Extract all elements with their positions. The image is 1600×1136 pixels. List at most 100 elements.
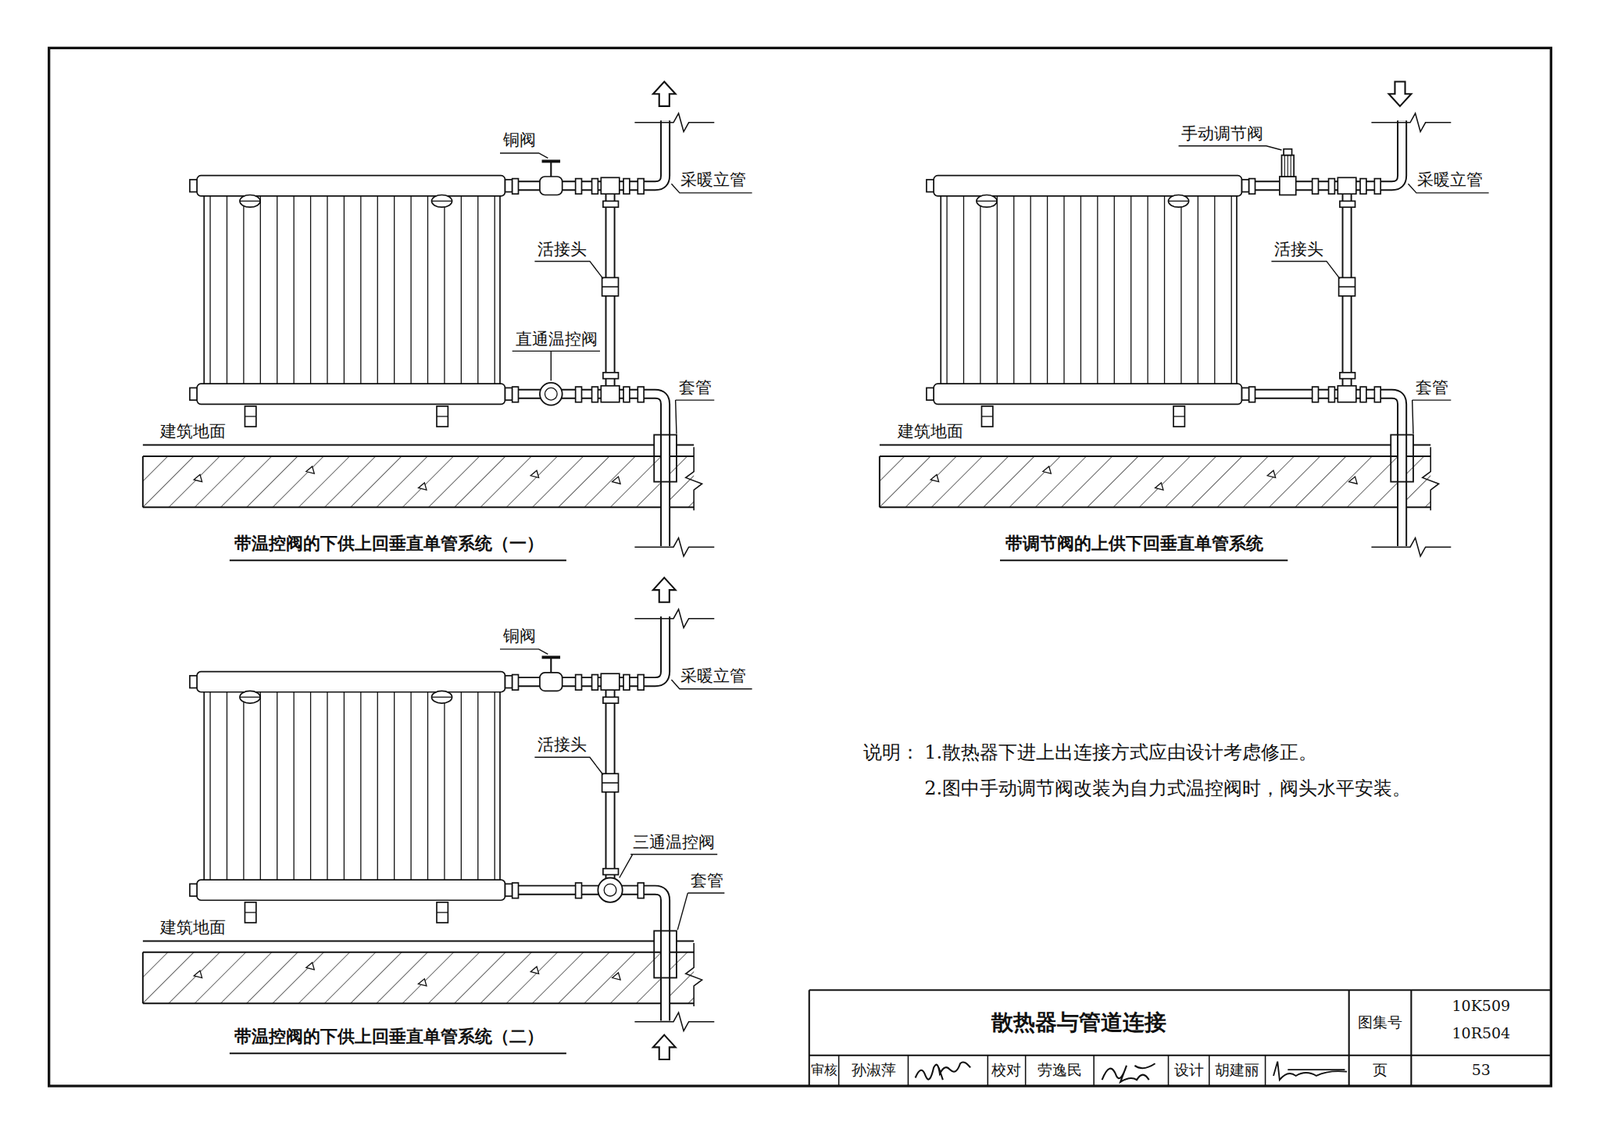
note-text: 2.图中手动调节阀改装为自力式温控阀时，阀头水平安装。 [924,778,1411,800]
break-line [1371,537,1451,557]
figure-caption: 带温控阀的下供上回垂直单管系统（二） [234,1026,544,1047]
pipe-nut [512,882,519,899]
pipe-nut [1328,386,1336,403]
radiator-column [377,692,379,880]
radiator-column [1080,196,1082,384]
union-joint [602,285,619,288]
radiator-column [242,692,244,880]
pipe-outline [1249,393,1403,547]
hanger-bracket [239,195,261,208]
signer-name: 劳逸民 [1025,1061,1095,1079]
end-plug [926,387,934,400]
pipe-nut [1249,178,1256,195]
radiator-column [443,196,445,384]
pipe-nut [512,178,519,195]
radiator-column [226,692,228,880]
radiator-column [494,196,496,384]
union-joint [602,773,619,793]
radiator-column [477,692,479,880]
radiator-column [343,692,345,880]
radiator-column [427,692,429,880]
radiator-column [326,196,328,384]
end-plug [505,675,513,689]
title-block-cell: 图集号 [1349,1014,1412,1032]
radiator-system [142,82,715,557]
floor-line [142,444,694,447]
pipe-nut [575,178,583,195]
pipe-nut [1328,178,1336,195]
aggregate-mark [530,966,539,974]
aggregate-mark [612,476,621,484]
radiator-column [494,692,496,880]
part-label: 套管 [678,378,712,397]
end-plug [189,387,197,400]
pipe-tee [1337,177,1357,194]
manual-valve-cap [1284,155,1291,177]
part-label: 建筑地面 [160,421,226,441]
radiator-header [933,383,1242,404]
radiator-column [1146,196,1148,384]
hanger-bracket [1168,200,1190,202]
leader-line [675,400,715,434]
radiator-column [460,196,462,384]
break-line [634,537,715,557]
end-plug [926,179,934,193]
radiator-column [979,196,981,384]
radiator-column [460,692,462,880]
radiator-column [1180,196,1182,384]
title-block-grid [809,989,1552,1086]
break-line [634,1012,715,1032]
part-label: 套管 [1415,378,1449,397]
part-label: 活接头 [537,735,587,754]
radiator-column [276,692,278,880]
floor-line [142,940,694,943]
leader-line [500,153,548,159]
aggregate-mark [612,972,621,980]
copper-valve [539,176,563,196]
part-label: 铜阀 [503,626,536,646]
signer-name: 胡建丽 [1209,1061,1266,1079]
hanger-bracket [976,195,997,208]
leader-lines [500,146,1490,930]
pipe-nut [623,675,630,691]
radiator-header [196,879,505,900]
radiator-column [226,196,228,384]
radiator-column [377,196,379,384]
radiator-body [940,193,1237,386]
valve-handle [542,159,561,163]
aggregate-mark [930,474,939,482]
part-label: 活接头 [537,239,587,259]
aggregate-mark [418,482,427,490]
pipe-nut [1339,372,1356,379]
signature [915,1062,972,1081]
part-label: 套管 [690,871,724,890]
pipe-nut [1360,178,1367,195]
title-block-grid [1025,1055,1027,1086]
union-joint [602,782,619,784]
radiator-system [142,577,715,1060]
floor-support [436,406,448,427]
pipe-nut [1312,178,1319,195]
radiator-column [260,692,261,880]
pipe-nut [575,386,583,403]
hanger-bracket [239,696,261,698]
break-line [634,609,715,629]
valve-stem [550,657,552,673]
part-label: 手动调节阀 [1181,124,1264,143]
radiator-column [260,196,261,384]
pipe-nut [1374,386,1381,403]
floor-support [244,406,256,427]
floor-support [436,415,448,417]
end-plug [505,179,513,193]
leader-line [1271,260,1340,279]
pipe-nut [592,675,599,691]
three-way-valve [603,883,617,897]
end-plug [505,883,513,897]
radiator-column [1130,196,1132,384]
figure-caption: 带调节阀的上供下回垂直单管系统 [1005,534,1264,554]
title-block-cell: 校对 [987,1061,1025,1079]
flow-arrow [653,82,676,107]
